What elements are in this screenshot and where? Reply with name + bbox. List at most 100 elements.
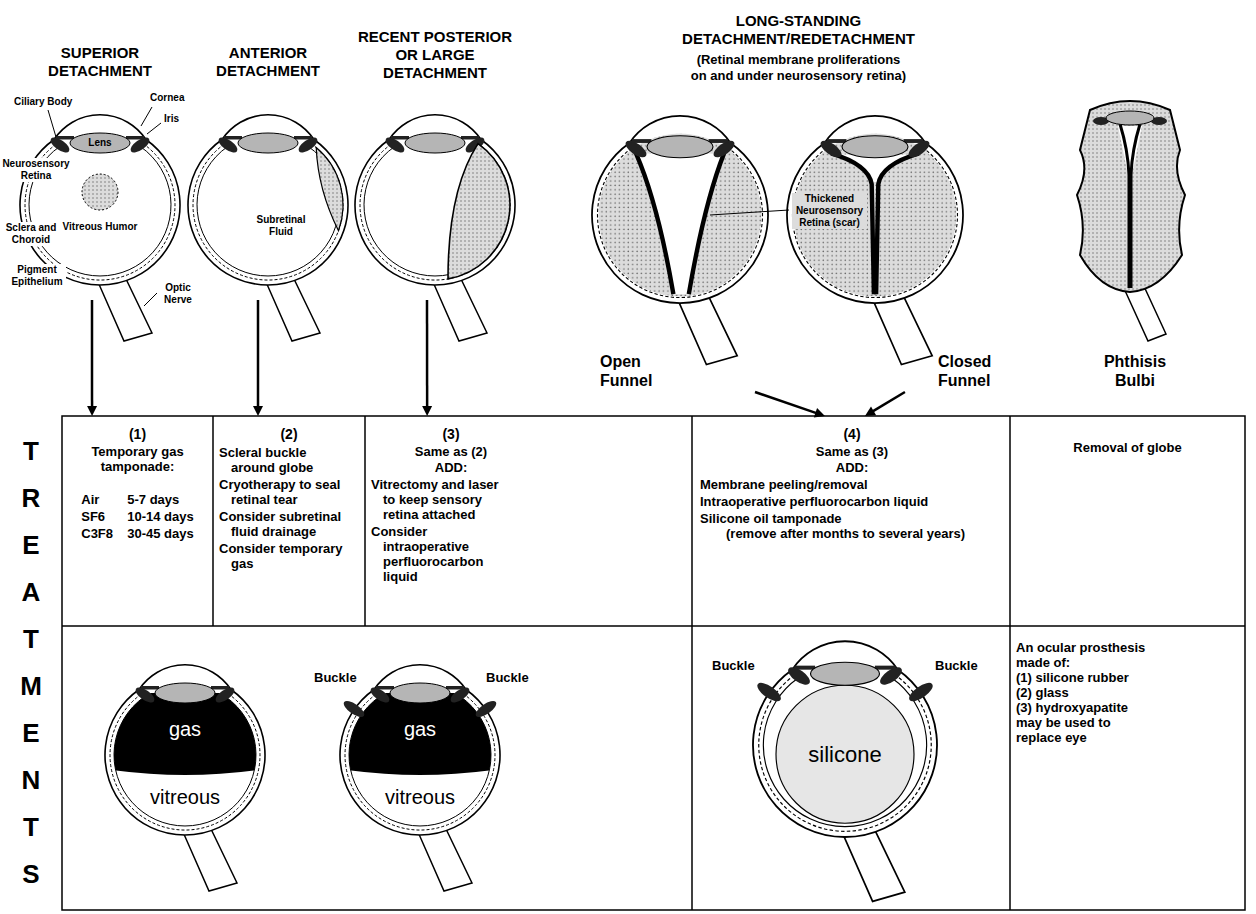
cell-text: 30-45 days (127, 526, 194, 541)
cell-text: (1) (68, 426, 207, 443)
cell-text: Removal of globe (1016, 440, 1239, 455)
fill-label: silicone (808, 742, 881, 767)
eye-figure: RECENT POSTERIOR OR LARGE DETACHMENT (350, 24, 520, 300)
scleral-buckle (754, 679, 783, 704)
flow-arrow (422, 300, 432, 416)
scleral-buckle (341, 698, 366, 720)
eye-drawing (188, 115, 348, 341)
part-label: Cornea (150, 92, 184, 104)
eye-drawing (355, 115, 515, 341)
scleral-buckle (906, 679, 935, 704)
subretinal-fluid (316, 148, 343, 231)
leader-line (141, 107, 152, 126)
table-grid (62, 416, 1245, 910)
funnel-space (636, 153, 724, 294)
flow-arrow (865, 392, 905, 416)
treatment-drawing (340, 665, 500, 891)
thickened-retina (1120, 124, 1129, 288)
cell-text: 10-14 days (127, 509, 194, 524)
column-divider (1009, 416, 1011, 910)
column-heading: (Retinal membrane proliferations on and … (689, 52, 908, 84)
eye-base (592, 116, 768, 365)
eye-base (188, 115, 348, 341)
treatment-cell: (1)Temporary gas tamponade:Air5-7 daysSF… (62, 416, 213, 626)
part-label: Vitreous Humor (63, 221, 138, 233)
leader-lines (48, 107, 789, 306)
retina (349, 697, 491, 826)
fill-label: gas (404, 718, 436, 741)
scleral-buckle (473, 698, 498, 720)
eye-base (340, 665, 500, 891)
phthisis-drawing (1077, 101, 1185, 341)
cell-text: Scleral buckle around globe (219, 445, 345, 475)
eye-drawing (787, 116, 963, 365)
cell-text: Silicone oil tamponade (700, 511, 1000, 526)
cell-text: (remove after months to several years) (700, 526, 1000, 541)
arrow-line (91, 300, 94, 407)
part-label: Buckle (712, 658, 755, 673)
eye-base (355, 115, 515, 341)
thickened-retina (636, 153, 673, 294)
cell-text: C3F8 (81, 526, 123, 541)
eye-base (787, 116, 963, 365)
cell-text: ADD: (700, 460, 1004, 475)
eye-lines (340, 665, 500, 835)
eye-figure: Closed Funnel (780, 112, 1008, 392)
column-heading: ANTERIOR DETACHMENT (190, 44, 346, 80)
eye-lines (188, 115, 348, 285)
eye-lines (105, 665, 265, 835)
cell-text: (3) (371, 426, 531, 443)
part-label: Buckle (935, 658, 978, 673)
gas-table: Air5-7 daysSF610-14 daysC3F830-45 days (68, 492, 207, 541)
thickened-retina (876, 153, 919, 294)
part-label: Lens (88, 137, 111, 149)
eye-figure: Phthisis Bulbi (1050, 90, 1220, 392)
cell-text: Vitrectomy and laser to keep sensory ret… (371, 477, 507, 522)
arrow-head (253, 406, 263, 416)
treatment-drawing (753, 641, 937, 901)
leader-line (710, 210, 789, 215)
retina (114, 697, 256, 826)
treatment-cell: An ocular prosthesis made of:(1) silicon… (1010, 626, 1245, 910)
cell-text: ADD: (371, 460, 531, 475)
leader-line (48, 110, 56, 137)
fill-label: vitreous (385, 786, 455, 809)
treatment-cell: (4)Same as (3)ADD:Membrane peeling/remov… (692, 416, 1010, 626)
arrow-head (814, 408, 825, 417)
cell-text: Intraoperative perfluorocarbon liquid (700, 494, 1000, 509)
flow-arrow (253, 300, 263, 416)
cell-text: (3) hydroxyapatite (1016, 700, 1154, 715)
cell-text: Same as (3) (700, 444, 1004, 459)
thickened-retina (1131, 124, 1140, 288)
eye-figure: ANTERIOR DETACHMENT (190, 40, 346, 300)
arrow-head (87, 406, 97, 416)
stage-label: Closed Funnel (938, 352, 1000, 390)
eye-drawing (592, 116, 768, 365)
column-heading: LONG-STANDING DETACHMENT/REDETACHMENT (669, 12, 929, 48)
arrow-line (873, 392, 905, 411)
cell-text: Consider subretinal fluid drainage (219, 509, 345, 539)
column-heading: RECENT POSTERIOR OR LARGE DETACHMENT (353, 28, 518, 82)
eye-base (105, 665, 265, 891)
cell-text: An ocular prosthesis made of: (1016, 640, 1154, 670)
part-label: Buckle (314, 670, 357, 685)
leader-line (147, 123, 161, 134)
cell-text: (2) (219, 426, 359, 443)
part-label: Sclera and Choroid (2, 222, 60, 246)
part-label: Thickened Neurosensory Retina (scar) (792, 193, 867, 229)
eye-lines (753, 641, 937, 837)
treatment-drawing (105, 665, 265, 891)
detached-region (448, 144, 510, 279)
fill-label: vitreous (150, 786, 220, 809)
eye-base (753, 641, 937, 901)
row-divider (62, 625, 1245, 627)
part-label: Subretinal Fluid (252, 214, 310, 238)
treatment-cell: Removal of globe (1010, 416, 1245, 626)
lens (1106, 111, 1154, 125)
cell-text: Membrane peeling/removal (700, 477, 1000, 492)
eye-lines (20, 115, 180, 285)
column-divider (691, 416, 693, 910)
